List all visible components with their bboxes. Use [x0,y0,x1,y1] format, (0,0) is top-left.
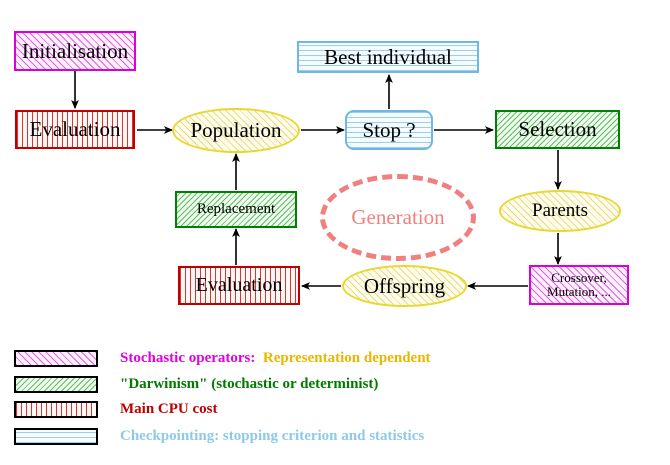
node-evaluation_top[interactable]: Evaluation [15,110,135,149]
node-label-population: Population [190,118,282,143]
node-initialisation[interactable]: Initialisation [14,31,136,71]
legend-text-1: "Darwinism" (stochastic or determinist) [120,376,378,393]
node-offspring[interactable]: Offspring [342,265,467,307]
generation-label: Generation [351,205,445,230]
node-population[interactable]: Population [172,108,300,153]
legend-text-primary-0: Stochastic operators: [120,350,263,366]
legend-swatch-blue [14,428,98,445]
legend-row-3: Checkpointing: stopping criterion and st… [14,428,424,445]
node-evaluation_bot[interactable]: Evaluation [178,266,300,305]
node-label-best_individual: Best individual [324,44,452,69]
node-label-evaluation_top: Evaluation [29,117,121,142]
node-label-selection: Selection [518,117,597,142]
node-label-operators: Crossover, Mutation, ... [547,270,611,299]
node-label-initialisation: Initialisation [21,38,129,63]
legend-swatch-green [14,376,98,393]
legend-swatch-red [14,401,98,418]
legend-text-2: Main CPU cost [120,401,218,418]
legend-text-3: Checkpointing: stopping criterion and st… [120,428,424,445]
legend-row-1: "Darwinism" (stochastic or determinist) [14,376,378,393]
legend-row-2: Main CPU cost [14,401,218,418]
legend-text-0: Stochastic operators: Representation dep… [120,350,431,367]
legend-text-primary-1: "Darwinism" (stochastic or determinist) [120,376,379,392]
node-label-evaluation_bot: Evaluation [195,274,283,296]
node-label-parents: Parents [532,200,588,222]
legend-text-primary-3: Checkpointing: stopping criterion and st… [120,428,425,444]
node-operators[interactable]: Crossover, Mutation, ... [529,265,629,305]
legend-text-primary-2: Main CPU cost [120,401,218,417]
node-label-offspring: Offspring [363,273,446,298]
node-best_individual[interactable]: Best individual [297,41,479,73]
generation-ellipse: Generation [320,174,476,261]
legend: Stochastic operators: Representation dep… [0,340,670,465]
legend-row-0: Stochastic operators: Representation dep… [14,350,431,367]
node-replacement[interactable]: Replacement [175,191,297,228]
node-selection[interactable]: Selection [495,110,620,149]
node-stop[interactable]: Stop ? [345,110,433,150]
node-parents[interactable]: Parents [499,190,621,232]
node-label-replacement: Replacement [196,200,276,217]
legend-swatch-magenta [14,350,98,367]
node-label-stop: Stop ? [362,117,416,142]
legend-text-secondary-0: Representation dependent [262,350,431,366]
